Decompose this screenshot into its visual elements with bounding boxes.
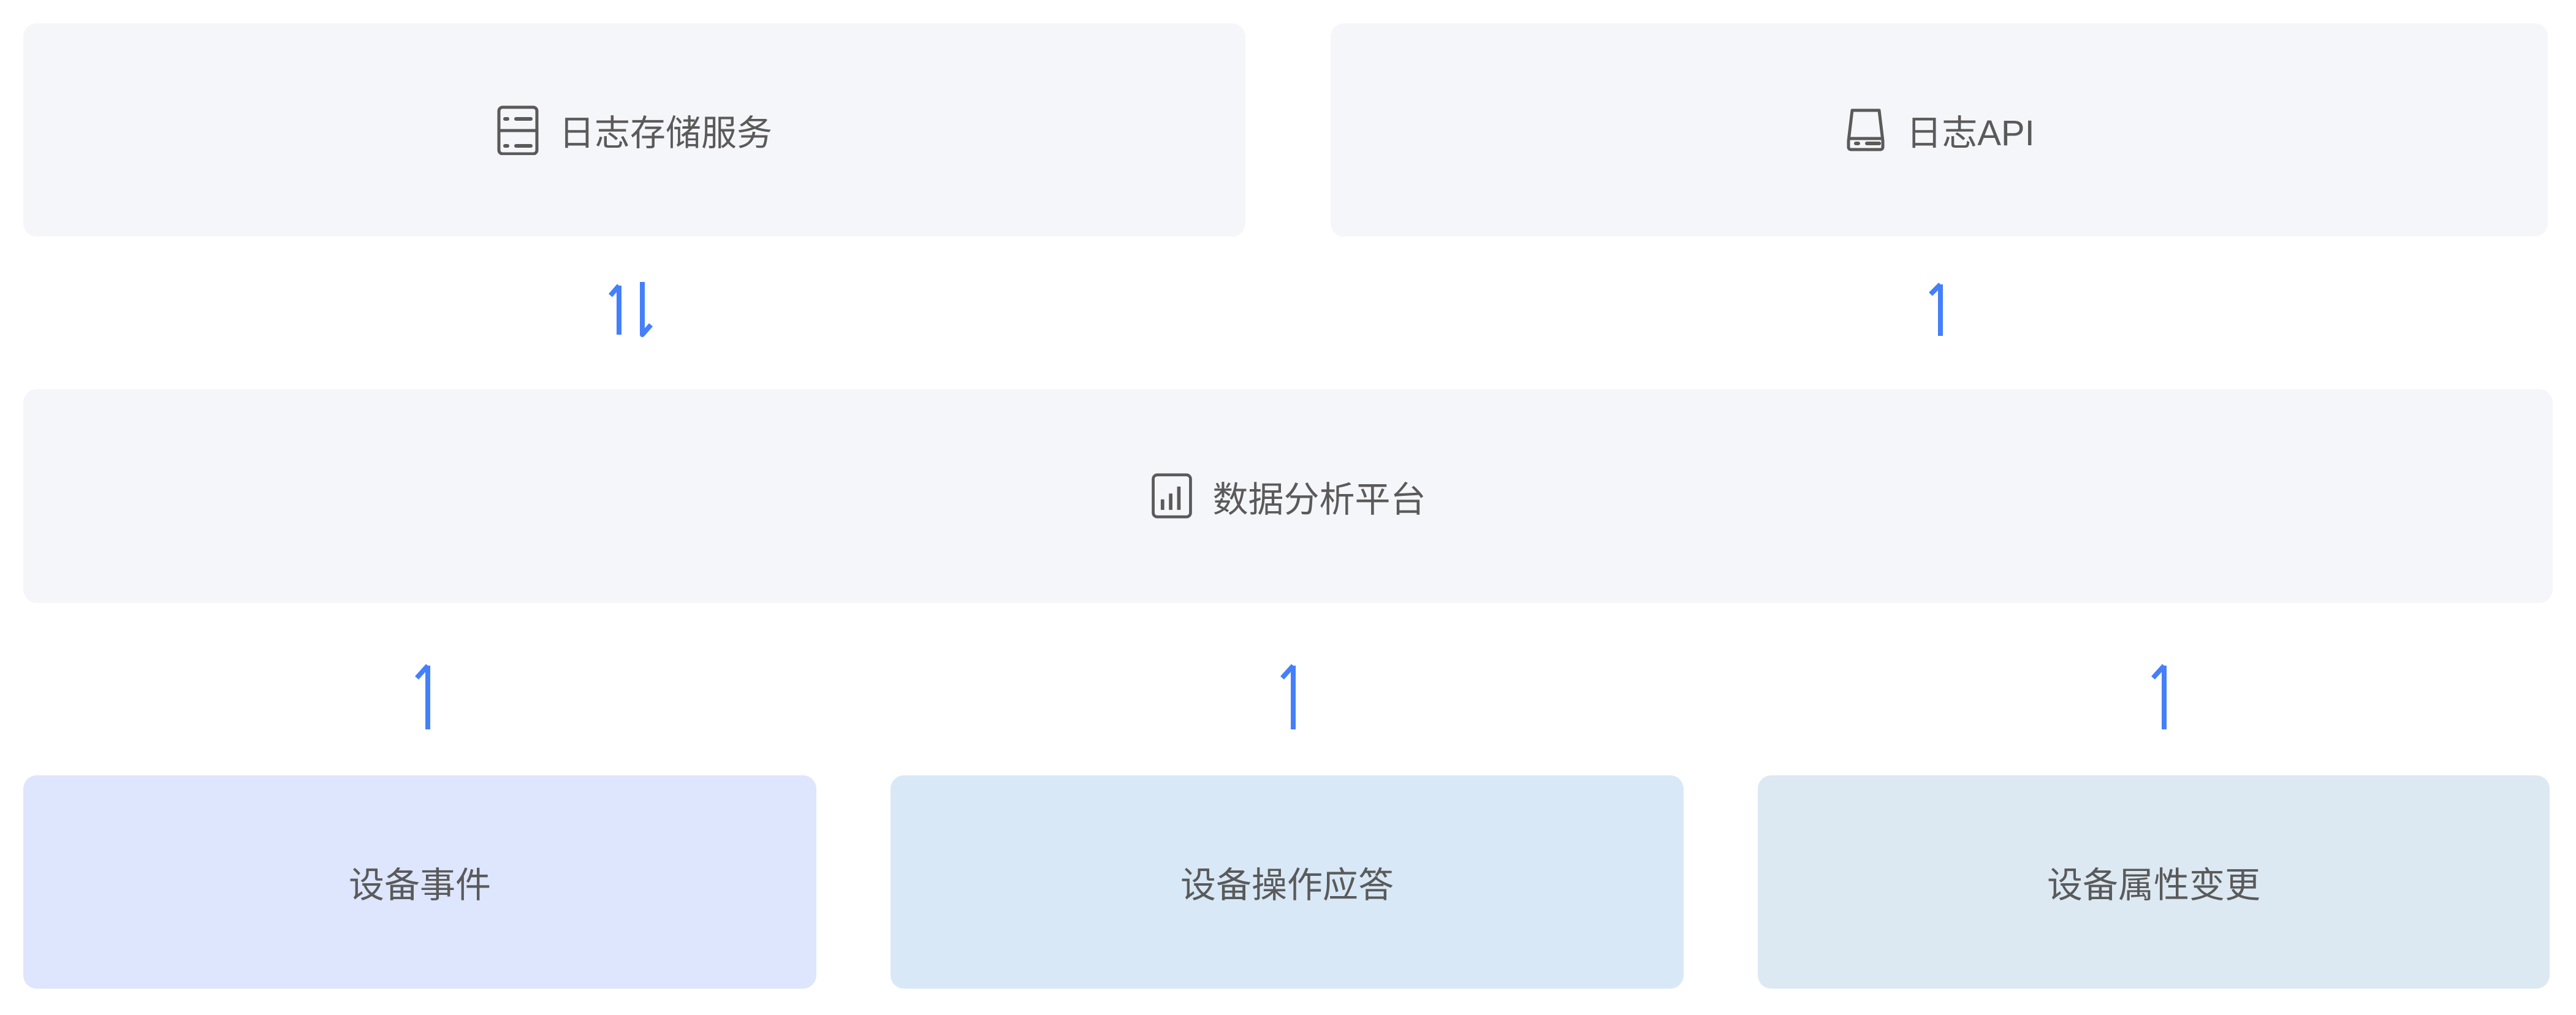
bidirectional-arrow [607,279,662,341]
up-arrow [411,661,435,731]
node-log-storage: 日志存储服务 [23,23,1245,237]
node-label: 数据分析平台 [1212,479,1426,520]
node-analytics: 数据分析平台 [23,389,2553,603]
bar-chart-icon [1152,473,1193,519]
node-device-event: 设备事件 [23,775,816,989]
arrow-up-icon [415,664,430,729]
up-arrow [1924,279,1949,341]
node-label: 日志API [1906,113,2035,153]
up-arrow [2147,661,2171,731]
node-device-op-reply: 设备操作应答 [891,775,1684,989]
up-arrow [1276,661,1301,731]
node-label: 设备事件 [348,865,491,905]
node-label: 设备属性变更 [2046,865,2260,905]
arrow-up-icon [1280,664,1296,729]
arrow-up-icon [1929,283,1943,336]
arrow-up-icon [2151,664,2167,729]
hard-drive-icon [1847,108,1885,151]
server-icon [497,105,539,155]
node-device-prop-change: 设备属性变更 [1758,775,2550,989]
up-down-arrow-icon [608,282,653,337]
node-log-api: 日志API [1331,23,2548,237]
node-label: 日志存储服务 [558,113,772,153]
node-label: 设备操作应答 [1180,865,1394,905]
